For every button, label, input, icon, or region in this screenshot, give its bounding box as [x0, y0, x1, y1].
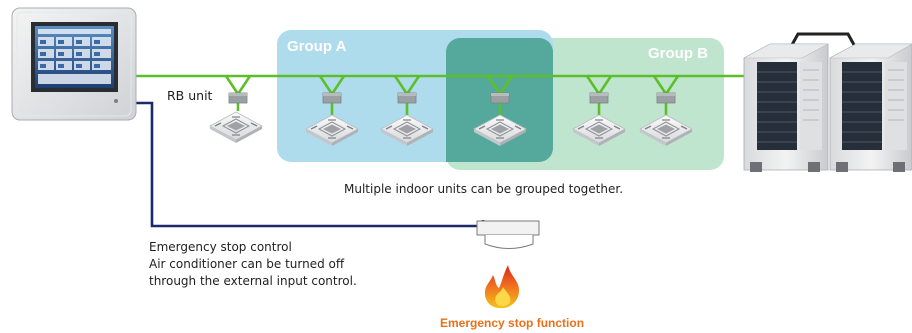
emergency-function-label: Emergency stop function	[440, 316, 585, 330]
emergency-title: Emergency stop control	[149, 240, 292, 254]
rb-unit-box-icon	[589, 92, 609, 104]
group-b-label: Group B	[648, 45, 708, 62]
outdoor-unit-icon	[743, 32, 912, 172]
rb-unit-box-icon	[490, 92, 510, 104]
rb-unit-box-icon	[322, 92, 342, 104]
ceiling-cassette-icon	[209, 111, 263, 144]
emergency-desc-line1: Air conditioner can be turned off	[149, 257, 345, 271]
rb-unit-label: RB unit	[167, 88, 213, 103]
rb-unit-box-icon	[656, 92, 676, 104]
emergency-desc-line2: through the external input control.	[149, 274, 357, 288]
external-input-device-icon	[476, 220, 540, 249]
grouping-note: Multiple indoor units can be grouped tog…	[344, 182, 624, 196]
group-a-label: Group A	[287, 38, 347, 55]
flame-icon	[484, 265, 520, 309]
rb-unit-box-icon	[228, 92, 248, 104]
touch-panel-controller-icon	[11, 7, 137, 121]
rb-unit-box-icon	[397, 92, 417, 104]
